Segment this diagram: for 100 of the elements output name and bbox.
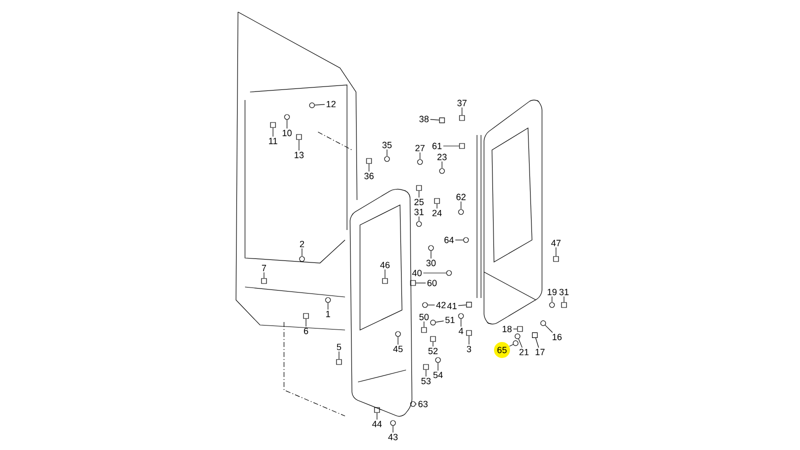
leader-line	[430, 250, 432, 259]
callout-number: 36	[364, 172, 374, 180]
part-symbol	[410, 401, 416, 407]
part-symbol	[514, 334, 520, 340]
part-symbol	[423, 364, 429, 370]
callout-number: 7	[262, 264, 266, 272]
leader-line	[513, 328, 518, 330]
leader-line	[435, 320, 444, 322]
leader-line	[468, 336, 470, 345]
part-symbol	[261, 278, 267, 284]
leader-line	[544, 324, 553, 333]
callout-number: 10	[282, 130, 292, 136]
part-symbol	[296, 134, 302, 140]
callout-number: 25	[414, 198, 424, 206]
leader-line	[416, 282, 426, 284]
callout-number: 44	[372, 420, 382, 428]
part-symbol	[422, 302, 428, 308]
callout-number: 21	[519, 348, 529, 356]
part-symbol	[416, 185, 422, 191]
callout-number: 2	[300, 240, 304, 248]
callout-number: 31	[559, 288, 569, 296]
callout-number: 18	[502, 326, 512, 332]
part-symbol	[512, 340, 518, 346]
callout-number: 46	[380, 262, 390, 268]
leader-line	[376, 412, 378, 420]
callout-number: 61	[432, 142, 442, 150]
leader-line	[423, 272, 446, 274]
part-symbol	[458, 209, 464, 215]
part-symbol	[270, 122, 276, 128]
callout-number: 24	[432, 210, 442, 216]
part-symbol	[336, 359, 342, 365]
callout-number: 35	[382, 142, 392, 148]
leader-line	[458, 304, 466, 306]
callout-number: 40	[412, 270, 422, 276]
callout-number: 4	[458, 328, 464, 334]
part-symbol	[549, 302, 555, 308]
part-symbol	[309, 102, 315, 108]
part-symbol	[428, 245, 434, 251]
part-symbol	[325, 297, 331, 303]
callout-number: 5	[336, 344, 342, 350]
callout-number: 27	[415, 144, 425, 152]
part-symbol	[374, 407, 380, 413]
part-symbol	[417, 159, 423, 165]
leader-line	[430, 119, 440, 120]
callout-number: 47	[551, 240, 561, 246]
leader-line	[392, 426, 394, 433]
part-symbol	[463, 237, 469, 243]
part-symbol	[439, 118, 445, 124]
part-symbol	[390, 420, 396, 426]
callout-number: 3	[466, 346, 472, 352]
part-symbol	[421, 327, 427, 333]
leader-line	[338, 351, 340, 360]
part-symbol	[430, 320, 436, 326]
callout-number: 41	[447, 302, 457, 310]
leader-line	[314, 104, 325, 106]
callout-number: 64	[444, 236, 454, 244]
leader-line	[272, 128, 274, 137]
callout-number: 62	[456, 194, 466, 200]
leader-line	[436, 204, 438, 209]
leader-line	[418, 216, 420, 222]
part-symbol	[303, 313, 309, 319]
leader-line	[509, 344, 514, 347]
leader-line	[418, 190, 420, 198]
part-symbol	[435, 357, 441, 363]
callout-number: 12	[326, 100, 336, 108]
part-symbol	[459, 115, 465, 121]
part-symbol	[410, 280, 416, 286]
part-symbol	[517, 326, 523, 332]
callout-number: 54	[433, 372, 443, 378]
part-symbol	[466, 330, 472, 336]
part-symbol	[366, 158, 372, 164]
callout-number: 31	[414, 208, 424, 216]
callout-number: 63	[418, 400, 428, 408]
callout-number: 42	[436, 302, 446, 308]
callout-number: 51	[445, 316, 455, 324]
leader-line	[535, 338, 539, 348]
leader-line	[518, 338, 522, 348]
part-symbol	[384, 156, 390, 162]
leader-line	[298, 140, 300, 151]
callout-number: 11	[269, 138, 278, 144]
callout-number: 65	[494, 342, 510, 358]
part-symbol	[439, 168, 445, 174]
part-symbol	[446, 270, 452, 276]
leader-line	[286, 120, 288, 129]
leader-line	[432, 342, 434, 347]
part-symbol	[434, 198, 440, 204]
callout-number: 37	[457, 100, 467, 106]
leader-line	[460, 318, 462, 327]
callout-number: 23	[437, 154, 447, 160]
part-symbol	[540, 320, 546, 326]
part-symbol	[553, 256, 559, 262]
callout-number: 16	[552, 334, 562, 340]
callout-number: 50	[419, 314, 429, 320]
part-symbol	[466, 302, 472, 308]
part-symbol	[459, 143, 465, 149]
leader-line	[386, 149, 388, 156]
callout-number: 30	[426, 260, 436, 266]
callout-number: 1	[326, 310, 330, 318]
callout-number: 6	[304, 328, 308, 334]
leader-line	[384, 269, 386, 278]
